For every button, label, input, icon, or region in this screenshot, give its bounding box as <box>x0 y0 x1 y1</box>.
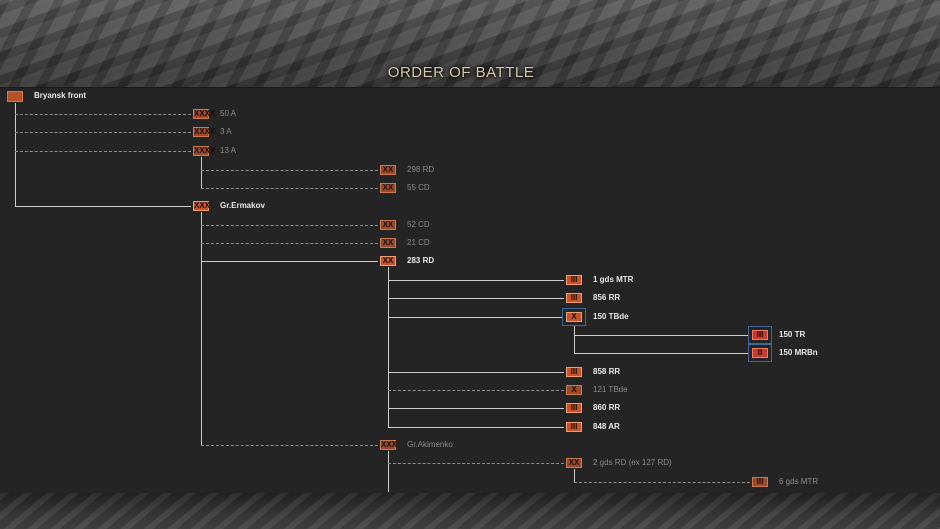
unit-label-a13[interactable]: 13 A <box>220 146 237 155</box>
unit-label-rd283[interactable]: 283 RD <box>407 256 435 265</box>
unit-icon-cd55[interactable]: XX <box>380 183 396 193</box>
branch-line-mtr6 <box>574 482 750 483</box>
unit-label-rr858[interactable]: 858 RR <box>593 367 621 376</box>
unit-icon-cd52[interactable]: XX <box>380 220 396 230</box>
unit-label-gds2rd[interactable]: 2 gds RD (ex 127 RD) <box>593 458 672 467</box>
tree-trunk-line <box>388 267 389 427</box>
branch-line-gds2rd <box>388 463 564 464</box>
branch-line-cd52 <box>201 225 378 226</box>
branch-line-rd283 <box>201 261 378 262</box>
unit-icon-cd21[interactable]: XX <box>380 238 396 248</box>
unit-icon-mrbn150[interactable]: II <box>752 348 768 358</box>
unit-label-cd52[interactable]: 52 CD <box>407 220 430 229</box>
unit-label-rd298[interactable]: 298 RD <box>407 165 435 174</box>
tree-trunk-line <box>201 212 202 445</box>
branch-line-a13 <box>15 151 191 152</box>
unit-icon-gds2rd[interactable]: XX <box>566 458 582 468</box>
unit-icon-rd298[interactable]: XX <box>380 165 396 175</box>
branch-line-cd55 <box>201 188 378 189</box>
unit-icon-rr856[interactable]: III <box>566 293 582 303</box>
branch-line-mrbn150 <box>574 353 750 354</box>
tree-trunk-line <box>574 469 575 482</box>
unit-icon-ermakov[interactable]: XXX <box>193 201 211 211</box>
unit-label-ar848[interactable]: 848 AR <box>593 422 620 431</box>
unit-icon-tbde121[interactable]: X <box>566 385 582 395</box>
unit-label-mtr1[interactable]: 1 gds MTR <box>593 275 634 284</box>
unit-icon-mtr6[interactable]: III <box>752 477 768 487</box>
unit-icon-mtr1[interactable]: III <box>566 275 582 285</box>
footer-banner <box>0 493 940 529</box>
unit-icon-akimenko[interactable]: XXX <box>380 440 398 450</box>
unit-label-a3[interactable]: 3 A <box>220 127 232 136</box>
unit-label-rr856[interactable]: 856 RR <box>593 293 621 302</box>
branch-line-mtr1 <box>388 280 564 281</box>
branch-line-tr150 <box>574 335 750 336</box>
unit-label-mtr6[interactable]: 6 gds MTR <box>779 477 819 486</box>
branch-line-akimenko <box>201 445 378 446</box>
branch-line-tbde150 <box>388 317 564 318</box>
unit-label-tbde121[interactable]: 121 TBde <box>593 385 628 394</box>
unit-label-a50[interactable]: 50 A <box>220 109 237 118</box>
tree-trunk-line <box>15 103 16 206</box>
unit-label-rr860[interactable]: 860 RR <box>593 403 621 412</box>
unit-icon-ar848[interactable]: III <box>566 422 582 432</box>
tree-trunk-line <box>201 157 202 188</box>
tree-trunk-line <box>574 323 575 353</box>
unit-label-mrbn150[interactable]: 150 MRBn <box>779 348 818 357</box>
unit-label-tbde150[interactable]: 150 TBde <box>593 312 629 321</box>
header-banner: ORDER OF BATTLE <box>0 0 940 88</box>
unit-label-cd21[interactable]: 21 CD <box>407 238 430 247</box>
unit-label-ermakov[interactable]: Gr.Ermakov <box>220 201 265 210</box>
unit-label-tr150[interactable]: 150 TR <box>779 330 806 339</box>
unit-icon-a13[interactable]: XXXX <box>193 146 216 156</box>
branch-line-rr860 <box>388 408 564 409</box>
branch-line-cd21 <box>201 243 378 244</box>
branch-line-ar848 <box>388 427 564 428</box>
branch-line-rr858 <box>388 372 564 373</box>
unit-icon-rr858[interactable]: III <box>566 367 582 377</box>
unit-icon-tr150[interactable]: III <box>752 330 768 340</box>
branch-line-tbde121 <box>388 390 564 391</box>
unit-icon-rd283[interactable]: XX <box>380 256 396 266</box>
branch-line-rd298 <box>201 170 378 171</box>
tree-trunk-line <box>388 451 389 492</box>
unit-icon-a3[interactable]: XXXX <box>193 127 216 137</box>
unit-icon-a50[interactable]: XXXX <box>193 109 216 119</box>
screen-title: ORDER OF BATTLE <box>387 64 535 81</box>
branch-line-rr856 <box>388 298 564 299</box>
unit-label-bryansk[interactable]: Bryansk front <box>34 91 87 100</box>
unit-label-cd55[interactable]: 55 CD <box>407 183 430 192</box>
unit-label-akimenko[interactable]: Gr.Akimenko <box>407 440 453 449</box>
unit-icon-rr860[interactable]: III <box>566 403 582 413</box>
unit-icon-bryansk[interactable] <box>7 90 23 102</box>
branch-line-a50 <box>15 114 191 115</box>
unit-icon-tbde150[interactable]: X <box>566 312 582 322</box>
branch-line-a3 <box>15 132 191 133</box>
branch-line-ermakov <box>15 206 191 207</box>
